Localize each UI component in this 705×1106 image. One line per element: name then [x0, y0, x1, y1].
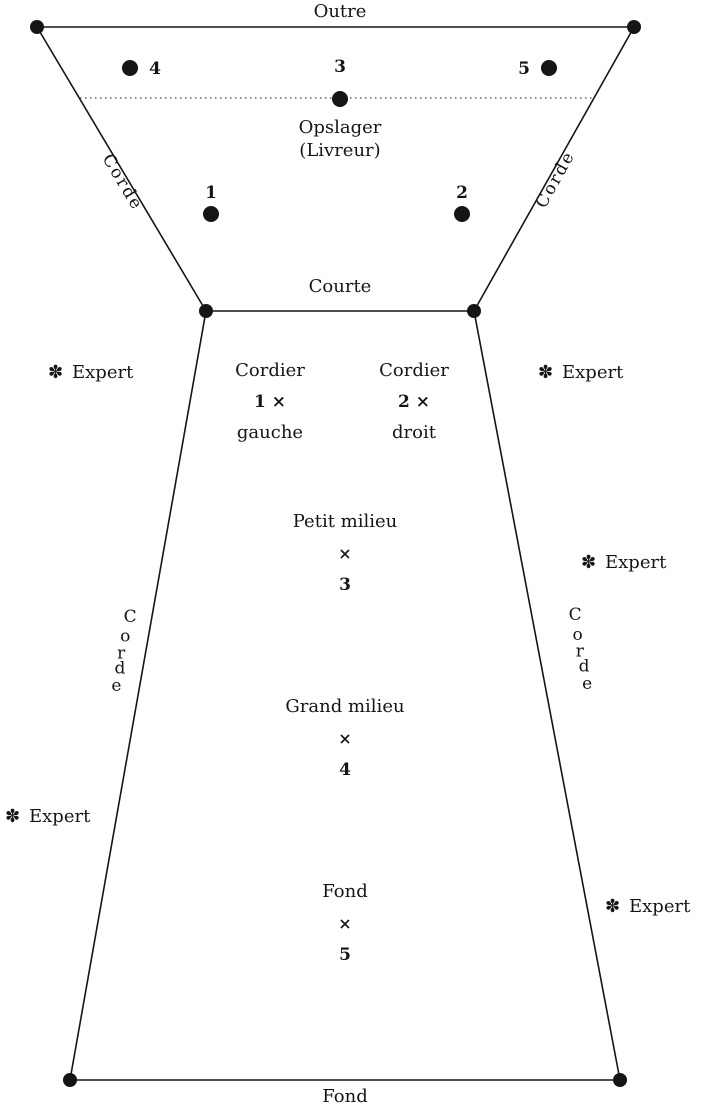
player-dot-2	[454, 206, 470, 222]
grand-milieu-line1: Grand milieu	[285, 696, 404, 717]
flower-asterisk-icon: ✽	[581, 552, 596, 573]
petit-milieu-line1: Petit milieu	[293, 511, 397, 532]
expert-label: Expert	[72, 362, 134, 383]
corner-dot-top-right	[627, 20, 641, 34]
expert-label: Expert	[605, 552, 667, 573]
cordier-gauche-line3: gauche	[237, 422, 303, 443]
player-number-3: 3	[334, 57, 346, 77]
flower-asterisk-icon: ✽	[605, 896, 620, 917]
corner-dot-top-left	[30, 20, 44, 34]
lower-left-corde-line	[69, 310, 207, 1081]
cordier-droit-line3: droit	[392, 422, 437, 443]
corde-upper-right-label: Corde	[532, 147, 580, 211]
upper-left-corde-line	[36, 26, 207, 312]
outre-label: Outre	[314, 1, 367, 22]
lower-right-corde-line	[473, 310, 621, 1081]
player-dot-4	[122, 60, 138, 76]
corde-lower-right-label: Corde	[565, 601, 606, 697]
player-number-2: 2	[456, 183, 468, 203]
cordier-gauche-line2: 1 ×	[254, 392, 286, 412]
fond-position-line1: Fond	[322, 881, 367, 902]
expert-marker-upper-right: ✽ Expert	[538, 362, 624, 383]
flower-asterisk-icon: ✽	[5, 806, 20, 827]
player-dot-3-opslager	[332, 91, 348, 107]
petit-milieu-number: 3	[339, 575, 351, 595]
cordier-gauche-line1: Cordier	[235, 360, 305, 381]
opslager-label-line2: (Livreur)	[299, 140, 380, 161]
expert-marker-upper-left: ✽ Expert	[48, 362, 134, 383]
expert-label: Expert	[29, 806, 91, 827]
fond-position-x-mark: ×	[338, 914, 351, 933]
cordier-droit-line1: Cordier	[379, 360, 449, 381]
fond-position-number: 5	[339, 945, 351, 965]
expert-marker-lower-left: ✽ Expert	[5, 806, 91, 827]
flower-asterisk-icon: ✽	[48, 362, 63, 383]
player-number-5: 5	[518, 59, 530, 79]
expert-label: Expert	[629, 896, 691, 917]
player-dot-1	[203, 206, 219, 222]
player-number-1: 1	[205, 183, 217, 203]
corner-dot-bottom-left	[63, 1073, 77, 1087]
fond-bottom-label: Fond	[322, 1086, 367, 1106]
player-number-4: 4	[149, 59, 161, 79]
flower-asterisk-icon: ✽	[538, 362, 553, 383]
corner-dot-bottom-right	[613, 1073, 627, 1087]
courte-label: Courte	[309, 276, 372, 297]
grand-milieu-number: 4	[339, 760, 351, 780]
cordier-droit-line2: 2 ×	[398, 392, 430, 412]
expert-marker-lower-right: ✽ Expert	[605, 896, 691, 917]
player-dot-5	[541, 60, 557, 76]
corner-dot-courte-left	[199, 304, 213, 318]
grand-milieu-x-mark: ×	[338, 729, 351, 748]
petit-milieu-x-mark: ×	[338, 544, 351, 563]
corner-dot-courte-right	[467, 304, 481, 318]
corde-lower-left-label: Corde	[108, 604, 147, 700]
expert-label: Expert	[562, 362, 624, 383]
opslager-label-line1: Opslager	[299, 117, 382, 138]
corde-upper-left-label: Corde	[98, 151, 147, 215]
expert-marker-middle-right: ✽ Expert	[581, 552, 667, 573]
upper-right-corde-line	[473, 26, 635, 312]
